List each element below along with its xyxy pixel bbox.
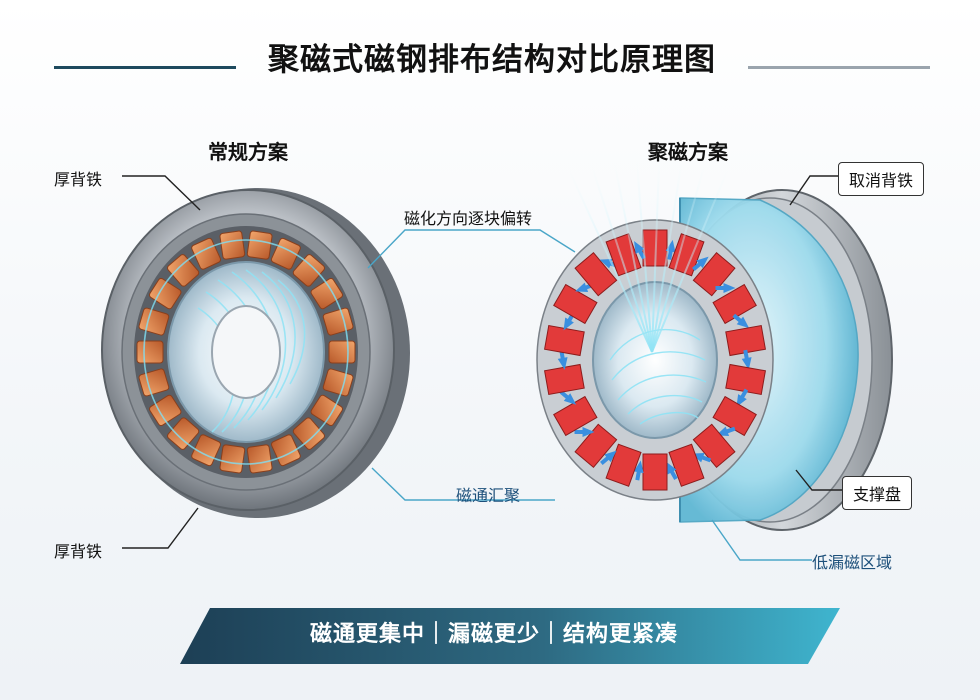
magnet-block <box>553 283 598 325</box>
flux-arrow <box>715 283 736 294</box>
remove-back-iron-label: 取消背铁 <box>838 162 925 196</box>
flux-arrow <box>633 460 644 481</box>
page-title: 聚磁式磁钢排布结构对比原理图 <box>268 42 716 78</box>
flux-arrow <box>732 313 750 329</box>
leader-lines <box>122 175 842 549</box>
magnet-block <box>668 233 705 277</box>
flux-arrow <box>559 390 577 405</box>
support-disc-label: 支撑盘 <box>842 476 913 510</box>
flux-arrow <box>600 450 617 465</box>
magnetization-rotate-label: 磁化方向逐块偏转 <box>404 209 533 228</box>
flux-arrow <box>741 349 752 370</box>
thick-back-iron-label-bottom: 厚背铁 <box>54 542 103 561</box>
copper-coil <box>167 254 200 287</box>
magnet-block <box>725 325 766 357</box>
magnet-block <box>712 395 757 437</box>
flux-arrow <box>574 426 595 437</box>
concentrating-heading: 聚磁方案 <box>648 140 728 164</box>
magnet-block <box>553 395 598 437</box>
copper-coil <box>149 277 182 310</box>
copper-coil <box>149 394 182 427</box>
title-rule-right <box>748 66 930 69</box>
copper-coil <box>292 417 325 450</box>
conventional-heading: 常规方案 <box>208 140 288 164</box>
copper-coil <box>328 340 356 364</box>
flux-arrow <box>665 461 678 480</box>
magnet-block <box>574 251 618 297</box>
flux-arrow <box>599 258 620 269</box>
copper-coil <box>219 230 246 260</box>
magnet-block <box>605 443 642 487</box>
flux-arrow <box>634 241 646 260</box>
magnet-block <box>544 325 585 357</box>
magnet-block <box>692 423 736 469</box>
magnet-block <box>642 453 668 491</box>
flux-concentrating-assembly <box>536 137 893 531</box>
blue-leader-lines <box>367 229 812 561</box>
flux-arrow <box>691 452 712 463</box>
copper-coil <box>292 254 325 287</box>
thick-back-iron-label-top: 厚背铁 <box>54 170 103 189</box>
flux-arrow <box>716 426 736 437</box>
converging-flux-beams <box>559 137 736 353</box>
flux-converge-label: 磁通汇聚 <box>456 486 521 505</box>
summary-banner-shape <box>180 608 840 664</box>
copper-coil <box>310 277 343 310</box>
copper-coil <box>310 394 343 427</box>
copper-coil <box>246 444 273 474</box>
low-leakage-zone-label: 低漏磁区域 <box>812 553 893 572</box>
flux-arrow <box>692 256 709 271</box>
magnet-block <box>692 251 736 297</box>
copper-coil <box>246 230 273 260</box>
copper-coil <box>219 444 246 474</box>
copper-coil <box>167 417 200 450</box>
magnet-block <box>712 283 757 325</box>
flux-arrow <box>557 349 568 370</box>
flux-arrow <box>665 239 676 260</box>
magnet-block <box>605 233 642 277</box>
title-rule-left <box>54 66 236 69</box>
flux-arrow <box>736 388 749 407</box>
magnet-block <box>574 423 618 469</box>
conventional-ring <box>101 188 410 518</box>
summary-banner: 磁通更集中｜漏磁更少｜结构更紧凑 <box>309 622 678 647</box>
halbach-magnet-group <box>544 229 766 491</box>
copper-coil <box>136 340 164 364</box>
title-block: 聚磁式磁钢排布结构对比原理图 <box>0 26 980 82</box>
magnet-block <box>544 363 585 395</box>
